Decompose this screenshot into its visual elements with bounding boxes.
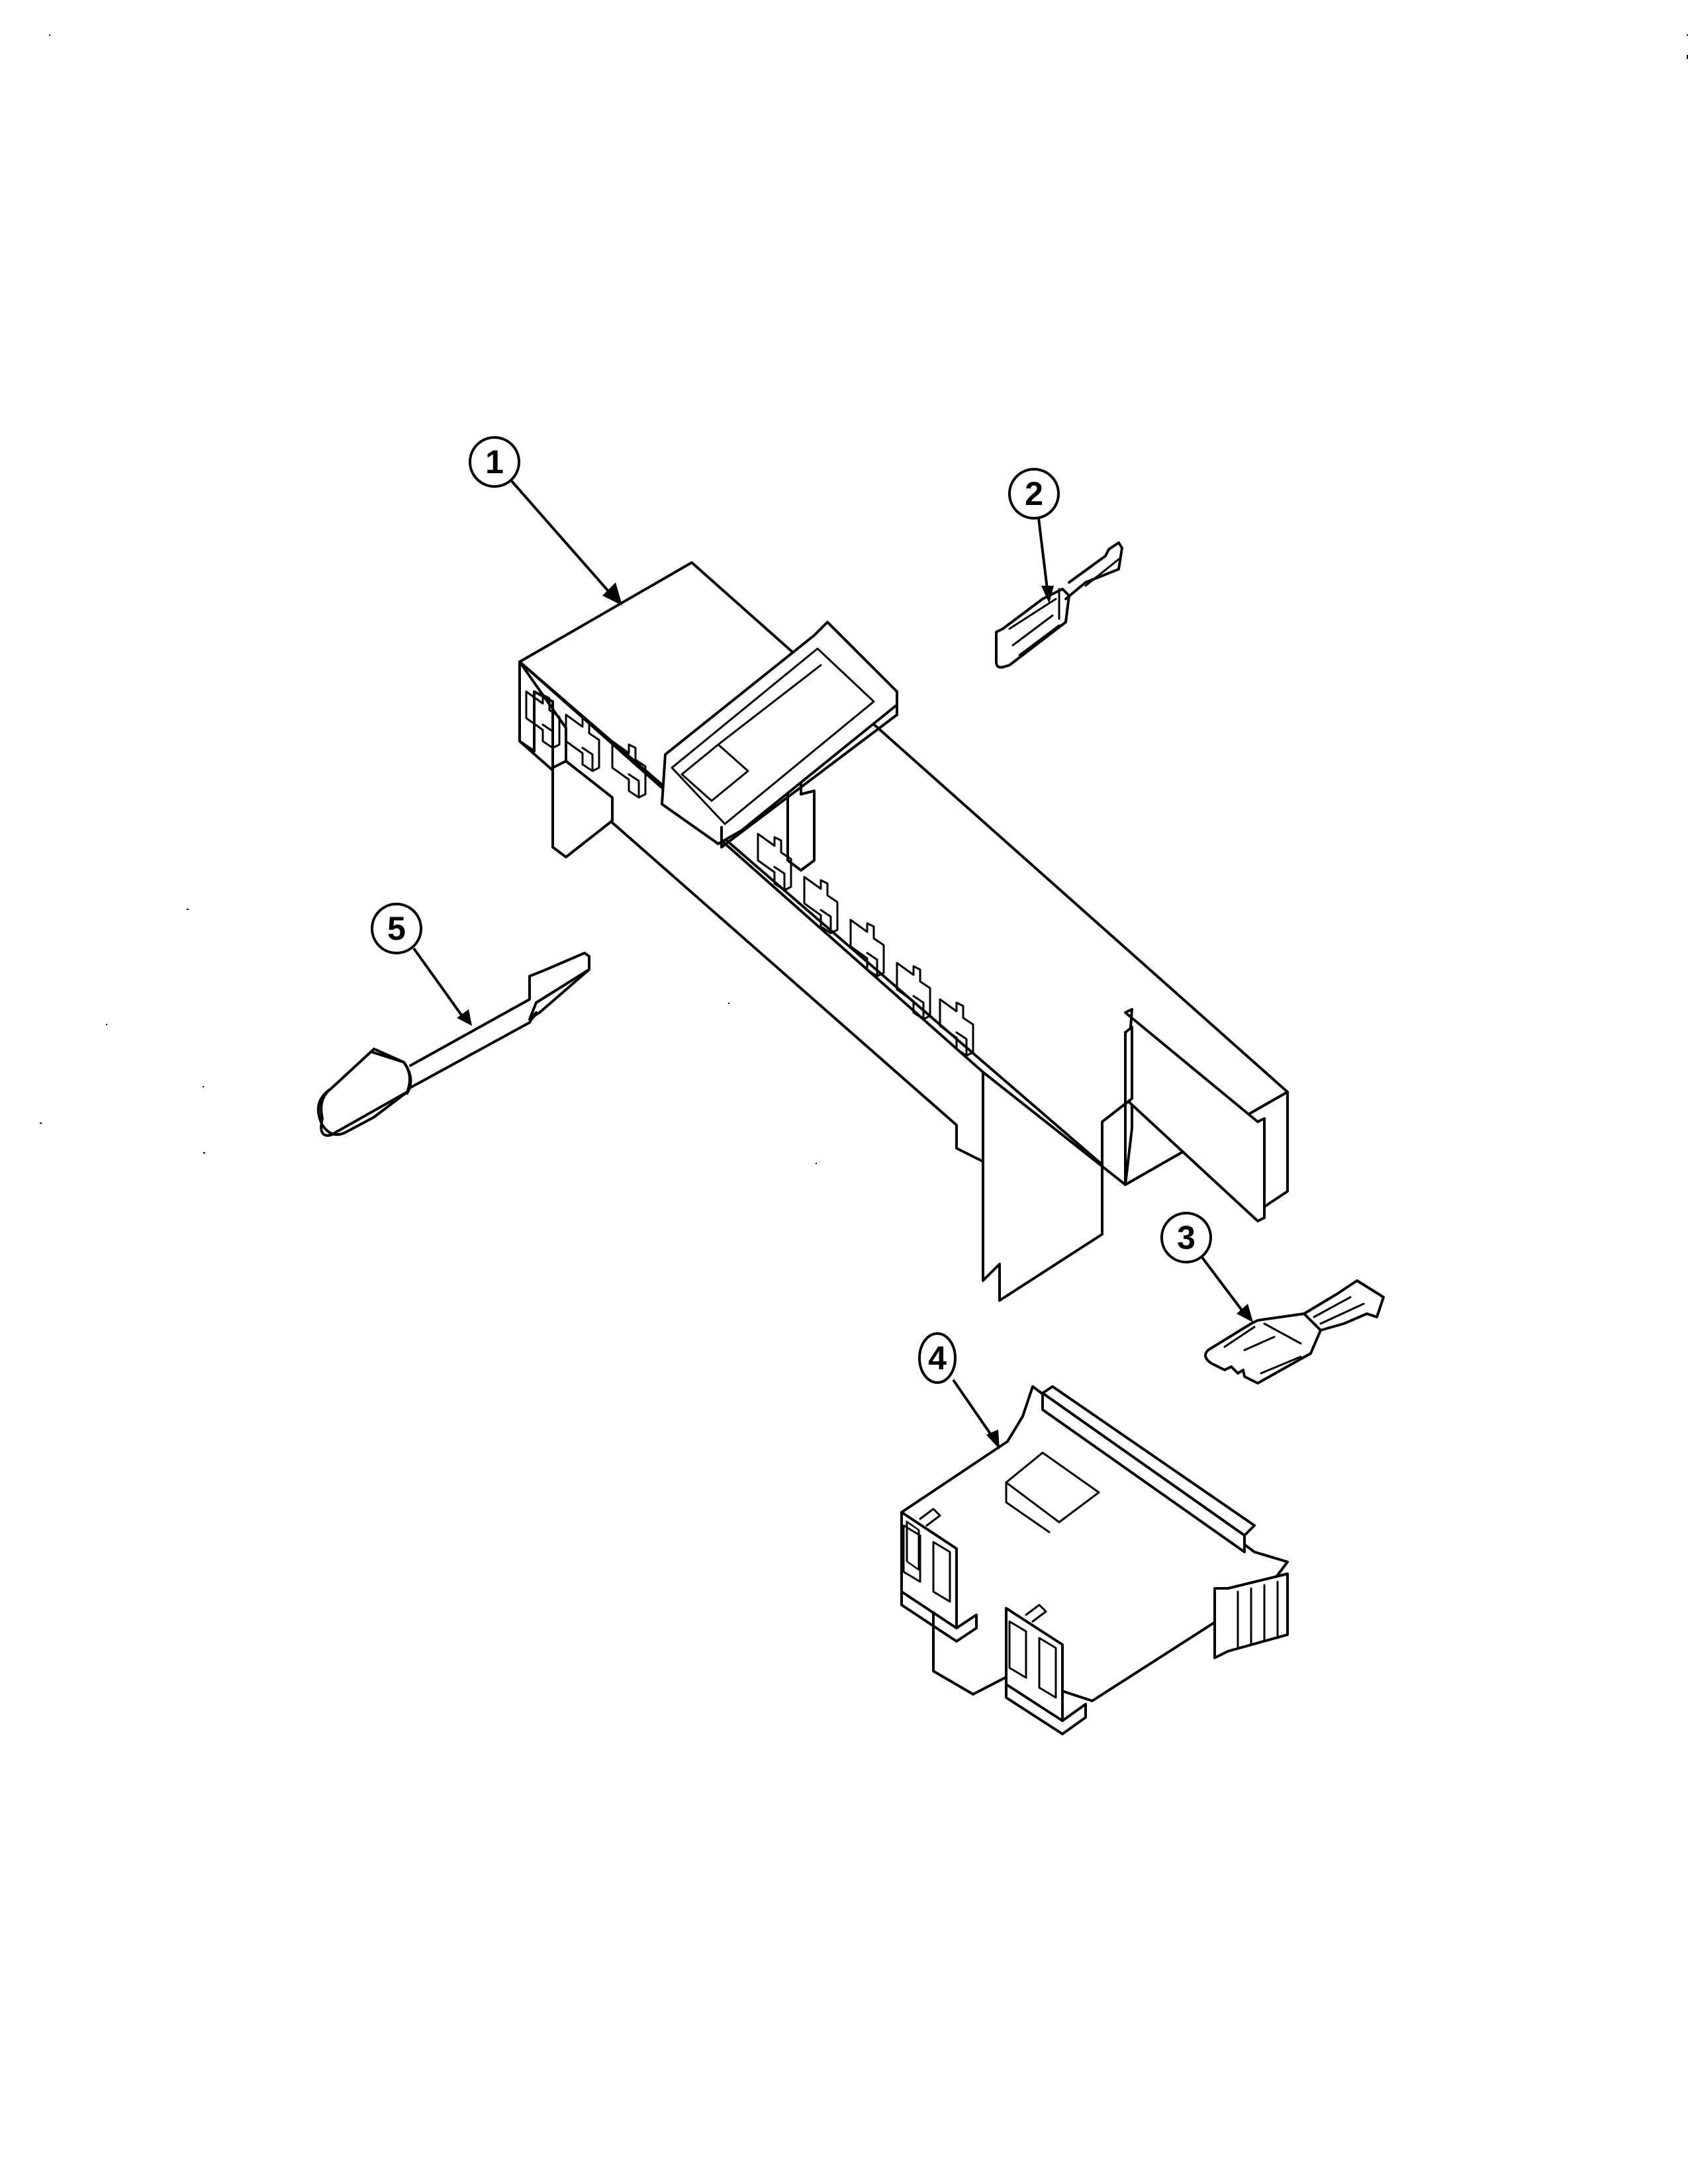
svg-text:3: 3 [1177, 1219, 1196, 1256]
callout-4: 4 [918, 1332, 1000, 1449]
housing-terminal-slots [525, 690, 974, 1057]
part-2-terminal [995, 541, 1123, 669]
scan-specks [40, 34, 1688, 1164]
callout-1: 1 [469, 436, 622, 606]
block-left-sockets [900, 1508, 978, 1643]
svg-text:4: 4 [928, 1340, 947, 1377]
svg-text:5: 5 [387, 910, 406, 947]
part-1-connector-housing [518, 561, 1289, 1302]
part-3-terminal [1204, 1279, 1385, 1385]
callout-3: 3 [1160, 1212, 1253, 1322]
housing-top-cavity [661, 621, 898, 848]
part-4-connector-block [900, 1385, 1289, 1735]
block-right-sockets [1005, 1604, 1087, 1735]
callout-5: 5 [371, 903, 472, 1026]
callout-2: 2 [1008, 468, 1060, 604]
svg-text:2: 2 [1025, 475, 1043, 512]
part-5-probe-tool [316, 952, 590, 1137]
svg-text:1: 1 [485, 443, 504, 480]
